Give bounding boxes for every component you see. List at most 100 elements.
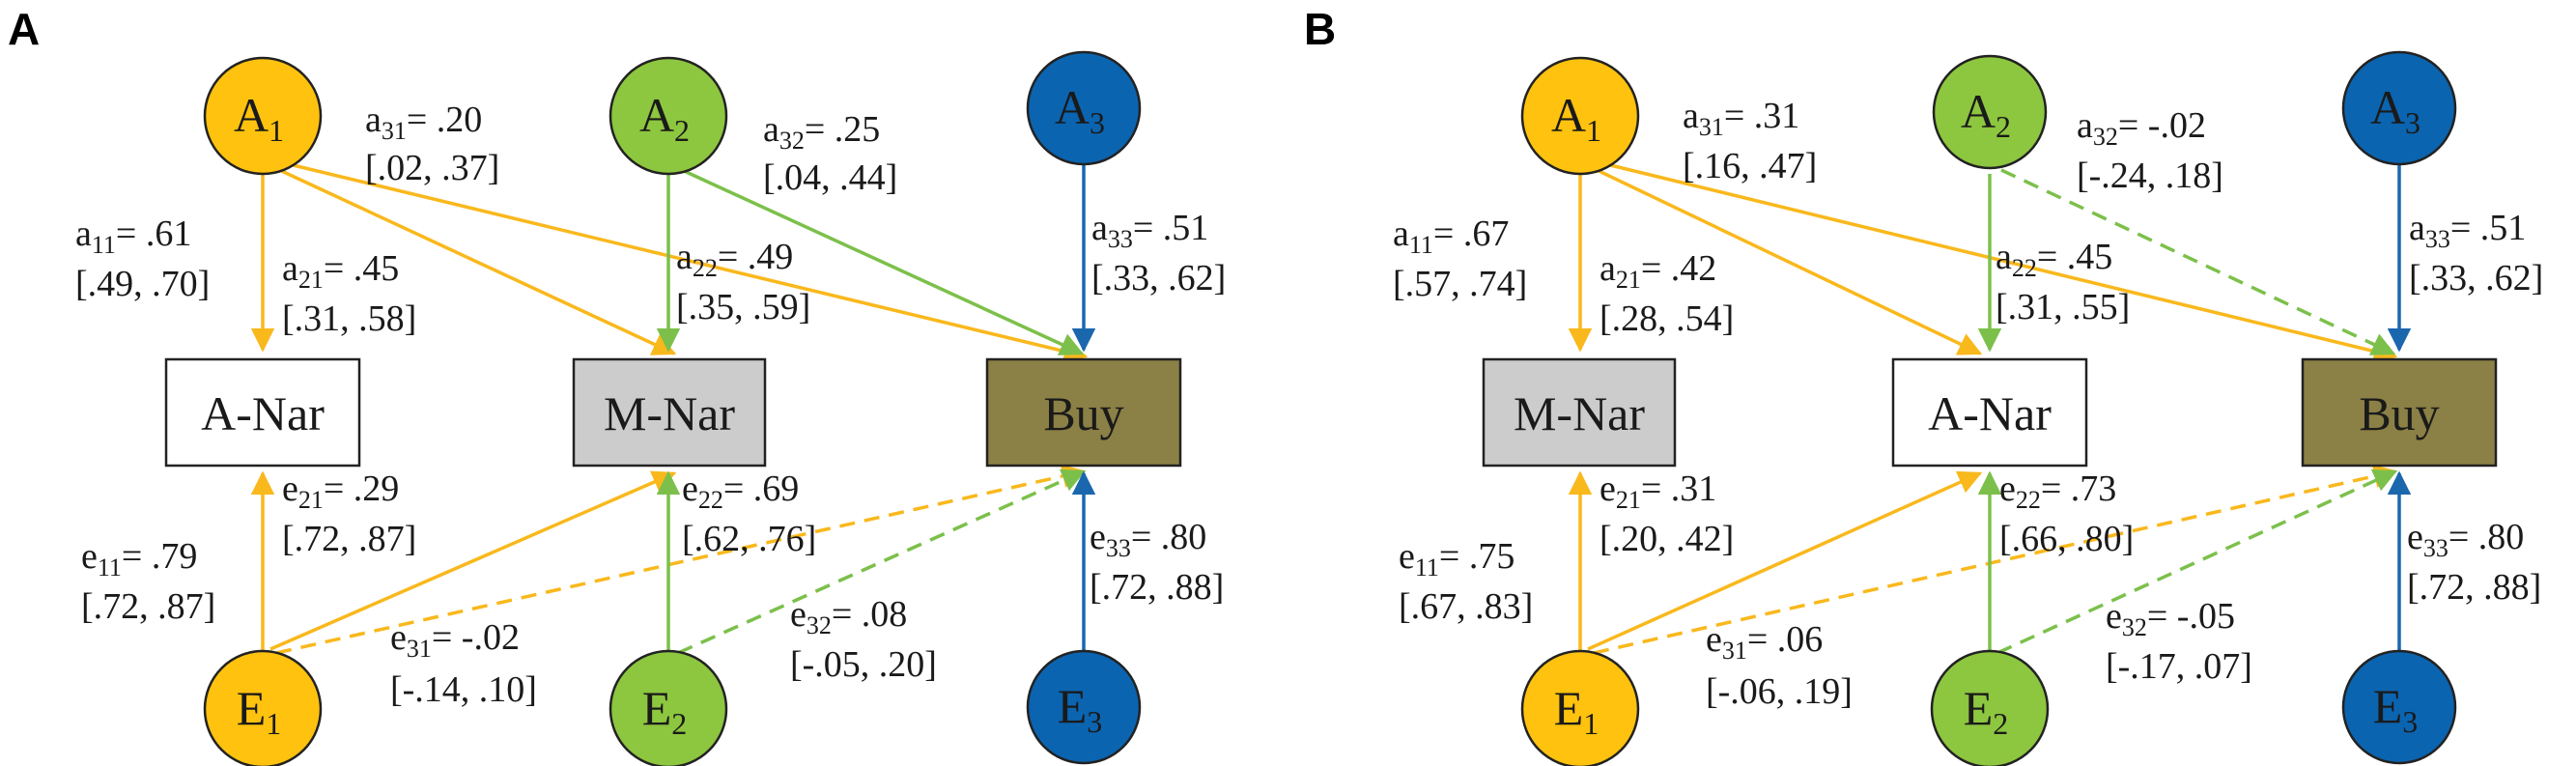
coef-e32: e32= -.05 [-.17, .07] (2106, 596, 2252, 687)
svg-text:E3: E3 (1058, 679, 1103, 739)
svg-text:e21= .31: e21= .31 (1599, 468, 1716, 514)
svg-text:A-Nar: A-Nar (201, 386, 325, 440)
panel-letter: A (8, 4, 40, 54)
svg-text:a31= .31: a31= .31 (1683, 96, 1799, 141)
coef-a32: a32= -.02 [-.24, .18] (2077, 105, 2223, 196)
coef-a32: a32= .25 [.04, .44] (763, 109, 897, 198)
path-a32 (681, 168, 1085, 355)
svg-text:a22= .45: a22= .45 (1996, 237, 2112, 282)
node-e1: E1 (203, 649, 323, 766)
svg-text:[.02, .37]: [.02, .37] (365, 148, 499, 188)
svg-text:[.72, .87]: [.72, .87] (81, 586, 215, 627)
svg-text:[-.06, .19]: [-.06, .19] (1706, 671, 1853, 712)
svg-text:[-.14, .10]: [-.14, .10] (390, 669, 537, 710)
svg-text:e11= .79: e11= .79 (81, 536, 197, 582)
svg-text:E2: E2 (1964, 681, 2009, 741)
svg-text:[.62, .76]: [.62, .76] (682, 519, 816, 559)
svg-text:e31= .06: e31= .06 (1706, 619, 1823, 665)
svg-text:a33= .51: a33= .51 (2409, 208, 2526, 253)
svg-text:e21= .29: e21= .29 (282, 468, 399, 514)
svg-text:M-Nar: M-Nar (604, 386, 735, 440)
path-a31 (1598, 160, 2398, 363)
svg-text:e22= .69: e22= .69 (682, 468, 799, 514)
svg-text:a22= .49: a22= .49 (676, 237, 793, 282)
node-a2: A2 (609, 56, 728, 176)
coef-e11: e11= .79 [.72, .87] (81, 536, 215, 627)
svg-text:E1: E1 (237, 681, 282, 741)
svg-text:e11= .75: e11= .75 (1399, 536, 1514, 582)
svg-text:[.28, .54]: [.28, .54] (1599, 298, 1734, 339)
svg-text:[.66, .80]: [.66, .80] (1999, 519, 2134, 559)
svg-text:e33= .80: e33= .80 (1090, 517, 1206, 562)
svg-text:a31= .20: a31= .20 (365, 99, 482, 145)
svg-text:a32= .25: a32= .25 (763, 109, 880, 155)
svg-text:[.72, .87]: [.72, .87] (282, 519, 416, 559)
coef-e31: e31= -.02 [-.14, .10] (390, 617, 537, 710)
coef-e22: e22= .69 [.62, .76] (682, 468, 816, 559)
coef-a33: a33= .51 [.33, .62] (1091, 208, 1226, 298)
coef-e31: e31= .06 [-.06, .19] (1706, 619, 1853, 712)
box-a-nar: A-Nar (164, 357, 361, 468)
path-e31 (1593, 464, 2398, 655)
panel-b: B A1 A2 A3 E1 (1304, 4, 2543, 766)
coef-a33: a33= .51 [.33, .62] (2409, 208, 2543, 298)
svg-text:Buy: Buy (1043, 386, 1123, 440)
node-e2: E2 (609, 649, 728, 766)
box-m-nar: M-Nar (572, 357, 767, 468)
panel-letter: B (1304, 4, 1336, 54)
svg-text:[.31, .58]: [.31, .58] (282, 298, 416, 339)
svg-text:a21= .45: a21= .45 (282, 248, 399, 294)
svg-text:a11= .61: a11= .61 (75, 213, 191, 259)
svg-text:a11= .67: a11= .67 (1393, 213, 1509, 259)
coef-e11: e11= .75 [.67, .83] (1399, 536, 1533, 627)
coef-a31: a31= .20 [.02, .37] (365, 99, 499, 188)
svg-text:e31= -.02: e31= -.02 (390, 617, 520, 663)
svg-text:M-Nar: M-Nar (1514, 386, 1645, 440)
svg-text:A1: A1 (1551, 88, 1601, 148)
svg-text:A3: A3 (1055, 80, 1105, 140)
svg-text:a21= .42: a21= .42 (1599, 248, 1716, 294)
svg-text:[.72, .88]: [.72, .88] (1090, 567, 1224, 608)
coef-a21: a21= .45 [.31, .58] (282, 248, 416, 339)
svg-text:A1: A1 (234, 88, 284, 148)
node-e1: E1 (1520, 649, 1640, 766)
node-a1: A1 (1520, 56, 1640, 176)
node-a2: A2 (1932, 54, 2048, 170)
node-a1: A1 (203, 56, 323, 176)
svg-text:[.04, .44]: [.04, .44] (763, 157, 897, 198)
svg-text:A2: A2 (1961, 84, 2011, 144)
svg-text:[-.24, .18]: [-.24, .18] (2077, 156, 2223, 196)
box-a-nar: A-Nar (1891, 357, 2088, 468)
svg-text:[.72, .88]: [.72, .88] (2407, 567, 2541, 608)
svg-text:E3: E3 (2373, 679, 2419, 739)
svg-text:E2: E2 (642, 681, 688, 741)
box-buy: Buy (985, 357, 1182, 468)
svg-text:[.20, .42]: [.20, .42] (1599, 519, 1734, 559)
svg-text:A-Nar: A-Nar (1928, 386, 2052, 440)
svg-text:e32= .08: e32= .08 (790, 594, 907, 639)
path-e21 (269, 470, 677, 651)
box-buy: Buy (2301, 357, 2498, 468)
path-e21 (1587, 470, 1983, 651)
coef-a31: a31= .31 [.16, .47] (1683, 96, 1817, 186)
svg-text:[.35, .59]: [.35, .59] (676, 287, 810, 327)
svg-text:a33= .51: a33= .51 (1091, 208, 1208, 253)
svg-text:[.31, .55]: [.31, .55] (1996, 287, 2130, 327)
svg-text:Buy: Buy (2359, 386, 2439, 440)
path-e32 (1996, 469, 2398, 655)
svg-text:[.67, .83]: [.67, .83] (1399, 586, 1533, 627)
path-a31 (280, 160, 1089, 363)
coef-e33: e33= .80 [.72, .88] (2407, 517, 2541, 608)
path-a32 (2000, 168, 2396, 355)
panel-a: A A1 A2 A3 (8, 4, 1226, 766)
node-a3: A3 (1026, 50, 1142, 166)
path-e31 (275, 464, 1087, 655)
coef-e33: e33= .80 [.72, .88] (1090, 517, 1224, 608)
coef-a11: a11= .61 [.49, .70] (75, 213, 210, 304)
paths (250, 160, 1096, 655)
svg-text:[.33, .62]: [.33, .62] (2409, 258, 2543, 298)
svg-text:[-.05, .20]: [-.05, .20] (790, 644, 937, 685)
coef-e22: e22= .73 [.66, .80] (1999, 468, 2134, 559)
node-e3: E3 (1026, 649, 1142, 765)
